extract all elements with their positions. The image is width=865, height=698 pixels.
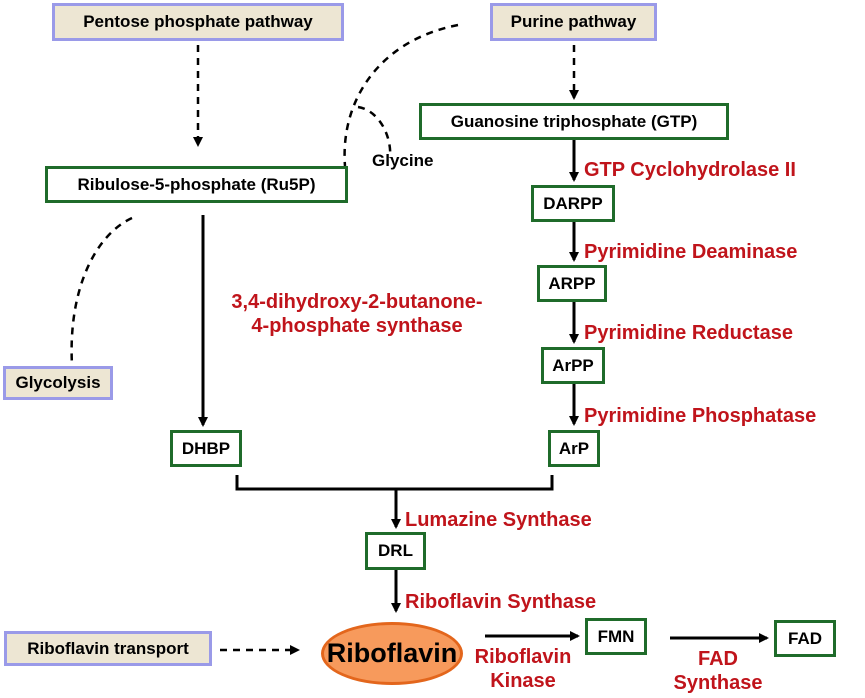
curve-purine-to-ru5p	[343, 23, 459, 167]
enzyme-lumazine-synthase: Lumazine Synthase	[405, 509, 592, 531]
fad-box: FAD	[774, 620, 836, 657]
enzyme-riboflavin-kinase-line2: Kinase	[490, 670, 556, 692]
enzyme-dhbp-synthase-line1: 3,4-dihydroxy-2-butanone-	[231, 291, 483, 313]
fad-label: FAD	[788, 628, 822, 648]
curve-glycine	[357, 105, 392, 159]
gtp-box: Guanosine triphosphate (GTP)	[419, 103, 729, 140]
fmn-box: FMN	[585, 618, 647, 655]
enzyme-fad-synthase-line2: Synthase	[673, 672, 763, 694]
darpp-box: DARPP	[531, 185, 615, 222]
pentose-phosphate-pathway-label: Pentose phosphate pathway	[83, 12, 313, 31]
merge-bracket	[235, 475, 554, 491]
arpp-box: ARPP	[537, 265, 607, 302]
pentose-phosphate-pathway-box: Pentose phosphate pathway	[52, 3, 344, 41]
enzyme-pyrimidine-reductase: Pyrimidine Reductase	[584, 322, 793, 344]
enzyme-fad-synthase-line1: FAD	[698, 648, 738, 670]
purine-pathway-box: Purine pathway	[490, 3, 657, 41]
arp-box: ArP	[548, 430, 600, 467]
enzyme-fad-synthase: FAD Synthase	[658, 647, 778, 695]
enzyme-pyrimidine-deaminase: Pyrimidine Deaminase	[584, 241, 798, 263]
enzyme-dhbp-synthase: 3,4-dihydroxy-2-butanone- 4-phosphate sy…	[207, 290, 507, 338]
enzyme-pyrimidine-phosphatase: Pyrimidine Phosphatase	[584, 405, 817, 427]
glycolysis-label: Glycolysis	[15, 373, 101, 392]
enzyme-riboflavin-kinase: Riboflavin Kinase	[458, 645, 588, 693]
enzyme-gtp-cyclohydrolase: GTP Cyclohydrolase II	[584, 159, 796, 181]
dhbp-label: DHBP	[181, 438, 231, 458]
enzyme-riboflavin-kinase-line1: Riboflavin	[474, 646, 572, 668]
riboflavin-transport-label: Riboflavin transport	[27, 638, 189, 658]
ru5p-label: Ribulose-5-phosphate (Ru5P)	[77, 174, 316, 194]
enzyme-dhbp-synthase-line2: 4-phosphate synthase	[251, 315, 463, 337]
arpp2-label: ArPP	[552, 355, 594, 375]
purine-pathway-label: Purine pathway	[510, 12, 637, 31]
arp-label: ArP	[558, 438, 590, 458]
ru5p-box: Ribulose-5-phosphate (Ru5P)	[45, 166, 348, 203]
glycine-label: Glycine	[372, 151, 434, 170]
riboflavin-transport-box: Riboflavin transport	[4, 631, 212, 666]
glycolysis-box: Glycolysis	[3, 366, 113, 400]
fmn-label: FMN	[597, 626, 635, 646]
gtp-label: Guanosine triphosphate (GTP)	[450, 111, 698, 131]
darpp-label: DARPP	[543, 193, 603, 213]
riboflavin-label: Riboflavin	[326, 638, 458, 668]
enzyme-riboflavin-synthase: Riboflavin Synthase	[405, 591, 597, 613]
dhbp-box: DHBP	[170, 430, 242, 467]
drl-box: DRL	[365, 532, 426, 570]
riboflavin-node: Riboflavin	[321, 622, 463, 685]
arpp-label: ARPP	[548, 273, 596, 293]
arpp2-box: ArPP	[541, 347, 605, 384]
drl-label: DRL	[378, 541, 413, 560]
curve-glycolysis-to-ru5p	[70, 216, 133, 366]
